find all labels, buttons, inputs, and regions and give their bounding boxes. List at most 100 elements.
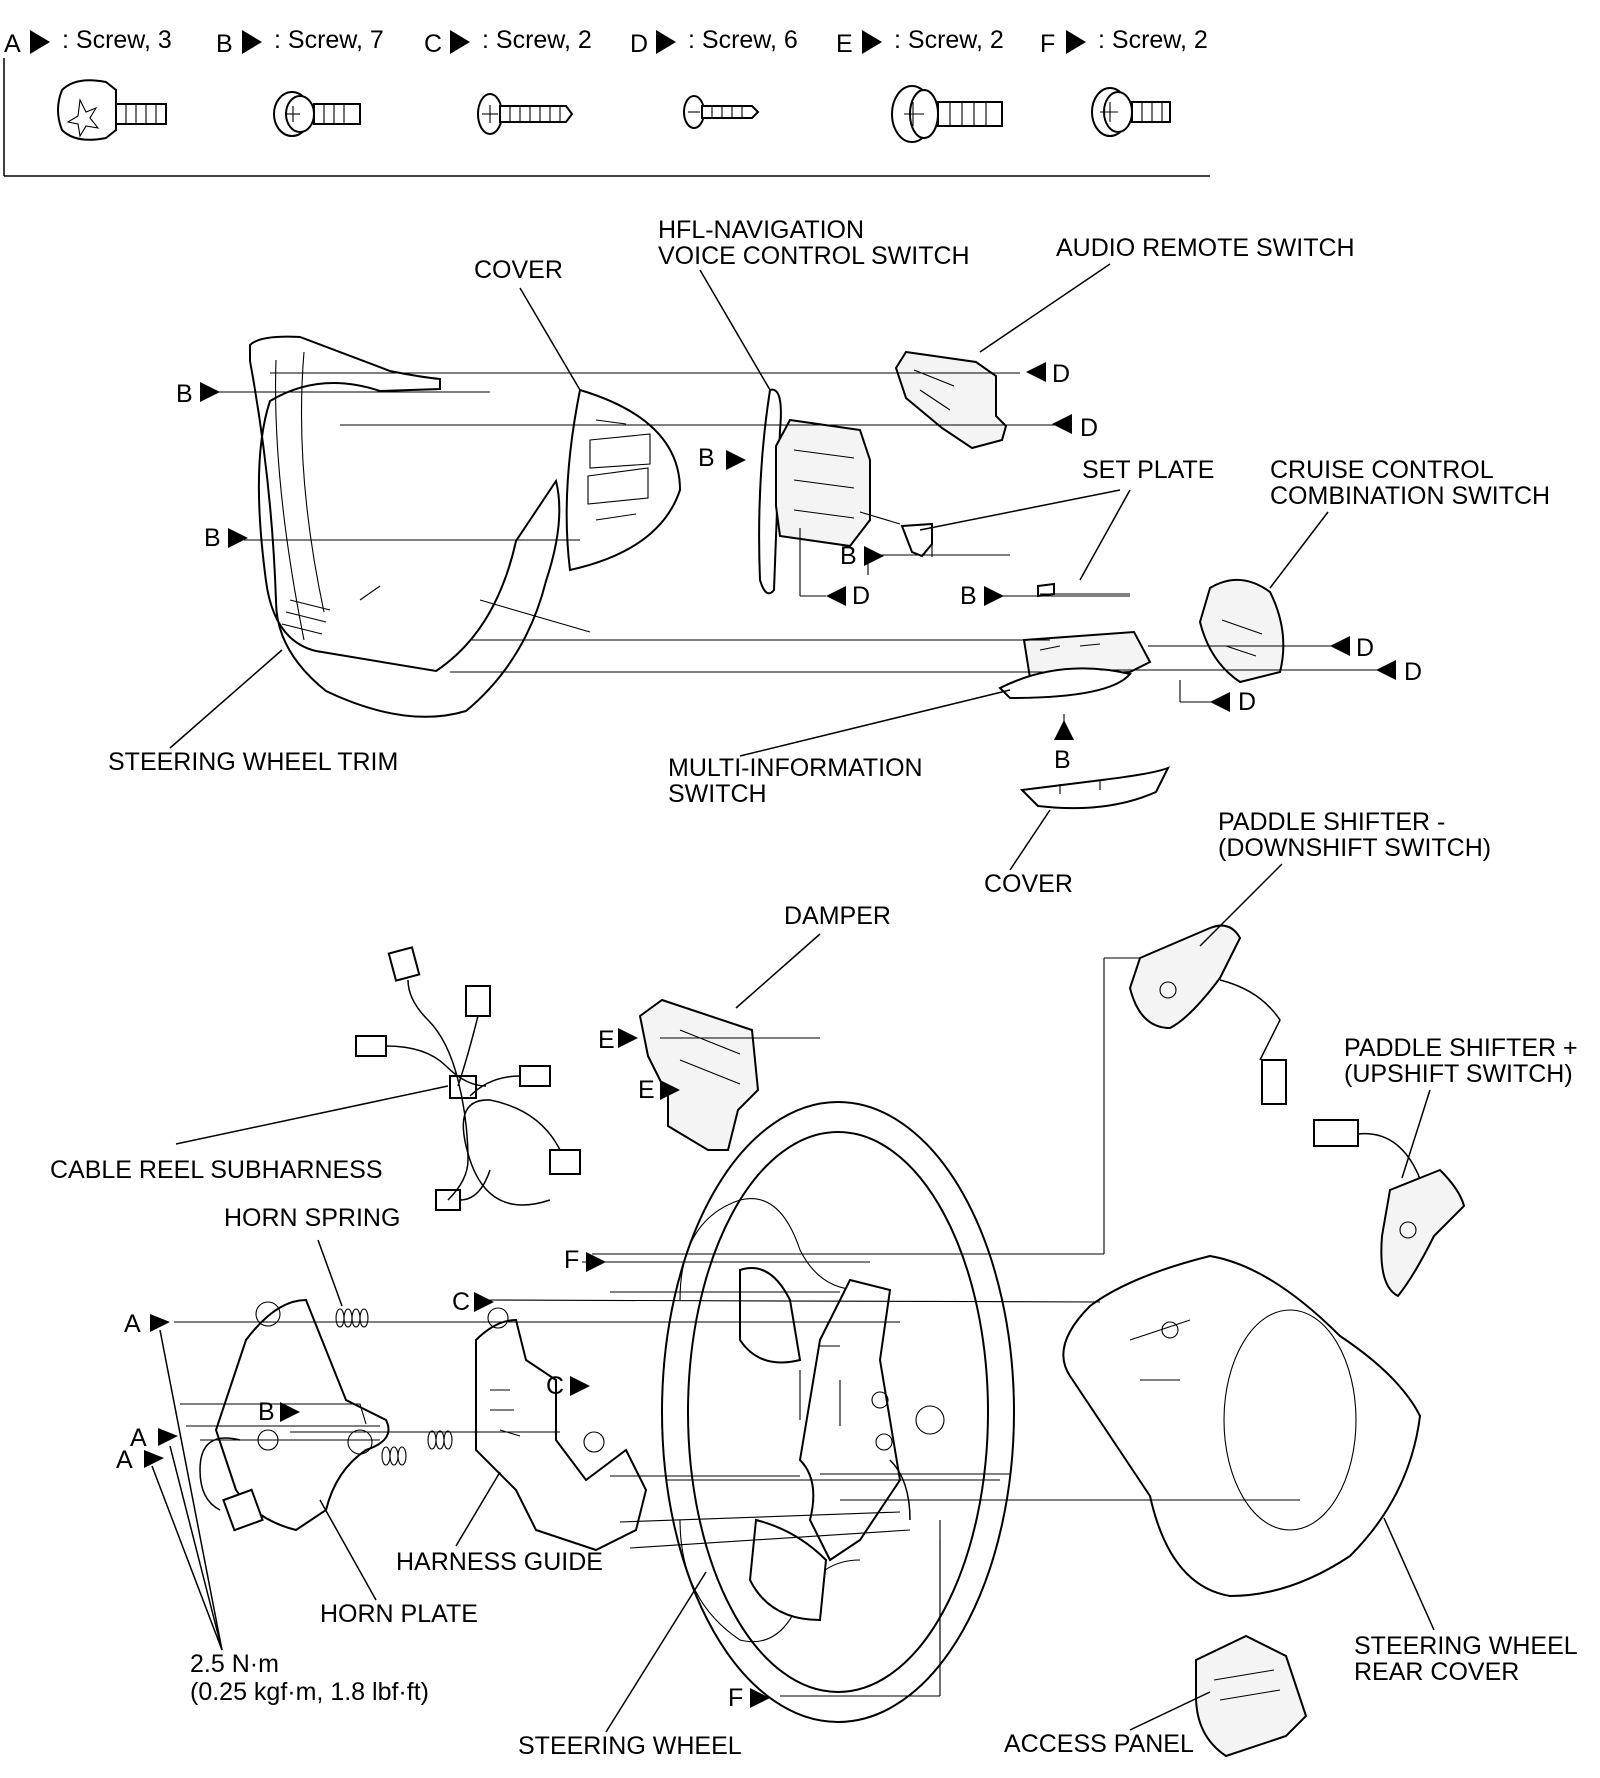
legend-desc-b: : Screw, 7 (274, 26, 384, 54)
label-damper: DAMPER (784, 902, 891, 930)
legend-letter-c: C (424, 30, 442, 58)
lower-callouts: E E F C C A B A A F (116, 1026, 770, 1712)
callout-b: B (960, 582, 977, 610)
legend-desc-f: : Screw, 2 (1098, 26, 1208, 54)
legend-entry-a: A : Screw, 3 (4, 26, 172, 141)
callout-arrow-icon (862, 30, 882, 54)
callout-e: E (598, 1026, 615, 1054)
callout-b: B (698, 444, 715, 472)
callout-arrow-icon (618, 1028, 638, 1048)
legend-letter-e: E (836, 30, 853, 58)
callout-d: D (852, 582, 870, 610)
callout-arrow-icon (228, 528, 248, 548)
legend-entry-f: F : Screw, 2 (1040, 26, 1208, 137)
multi-information-switch-part (998, 630, 1152, 700)
steering-wheel-trim-part (249, 335, 561, 718)
legend-letter-f: F (1040, 30, 1055, 58)
damper-part (638, 998, 760, 1151)
screw-d-icon (683, 95, 760, 129)
callout-d: D (1404, 658, 1422, 686)
label-hfl-line2: VOICE CONTROL SWITCH (658, 242, 970, 270)
callout-b: B (176, 380, 193, 408)
legend-desc-a: : Screw, 3 (62, 26, 172, 54)
label-cable-reel: CABLE REEL SUBHARNESS (50, 1156, 383, 1184)
callout-arrow-icon (200, 382, 220, 402)
paddle-shifter-minus-part (1128, 924, 1287, 1105)
paddle-shifter-plus-part (1313, 1119, 1466, 1298)
label-cruise-line2: COMBINATION SWITCH (1270, 482, 1550, 510)
callout-arrow-icon (242, 30, 262, 54)
callout-arrow-icon (1376, 660, 1396, 680)
label-horn-spring: HORN SPRING (224, 1204, 400, 1232)
screw-legend: A : Screw, 3 B : Screw, 7 (3, 26, 1210, 177)
label-rear-cover-line2: REAR COVER (1354, 1658, 1519, 1686)
callout-f: F (728, 1684, 743, 1712)
label-horn-plate: HORN PLATE (320, 1600, 478, 1628)
callout-b: B (1054, 746, 1071, 774)
callout-d: D (1238, 688, 1256, 716)
steering-wheel-rear-cover-part (1062, 1254, 1422, 1598)
label-paddle-plus-line2: (UPSHIFT SWITCH) (1344, 1060, 1573, 1088)
callout-arrow-icon (750, 1688, 770, 1708)
cover-bottom-part (1019, 766, 1171, 810)
legend-letter-d: D (630, 30, 648, 58)
label-rear-cover-line1: STEERING WHEEL (1354, 1632, 1578, 1660)
callout-arrow-icon (864, 546, 884, 566)
callout-arrow-icon (1026, 362, 1046, 382)
callout-arrow-icon (474, 1292, 494, 1312)
legend-letter-b: B (216, 30, 233, 58)
callout-arrow-icon (726, 450, 746, 470)
callout-arrow-icon (826, 586, 846, 606)
callout-arrow-icon (1054, 720, 1074, 740)
assembly-lines-upper (202, 372, 1384, 740)
legend-desc-d: : Screw, 6 (688, 26, 798, 54)
callout-arrow-icon (570, 1376, 590, 1396)
label-steering-wheel-trim: STEERING WHEEL TRIM (108, 748, 398, 776)
callout-b: B (258, 1398, 275, 1426)
callout-arrow-icon (1066, 30, 1086, 54)
label-set-plate: SET PLATE (1082, 456, 1214, 484)
label-paddle-plus-line1: PADDLE SHIFTER + (1344, 1034, 1578, 1062)
callout-a: A (130, 1424, 147, 1452)
callout-d: D (1080, 414, 1098, 442)
callout-arrow-icon (280, 1402, 300, 1422)
cable-reel-subharness-part (355, 946, 581, 1211)
cover-top-part (565, 388, 682, 572)
callout-arrow-icon (1052, 414, 1072, 434)
callout-arrow-icon (30, 30, 50, 54)
steering-wheel-part (661, 1101, 1015, 1723)
legend-desc-e: : Screw, 2 (894, 26, 1004, 54)
callout-d: D (1356, 634, 1374, 662)
label-audio-remote: AUDIO REMOTE SWITCH (1056, 234, 1355, 262)
callout-arrow-icon (656, 30, 676, 54)
cruise-control-switch-part (1198, 578, 1285, 684)
upper-callouts: B B B D D B D B D D D B (176, 360, 1422, 774)
callout-f: F (564, 1246, 579, 1274)
legend-letter-a: A (4, 30, 21, 58)
horn-plate-part (199, 1298, 390, 1532)
access-panel-part (1195, 1634, 1308, 1758)
callout-c: C (546, 1372, 564, 1400)
upper-labels: COVER HFL-NAVIGATION VOICE CONTROL SWITC… (108, 216, 1550, 898)
set-plate-part (900, 522, 1055, 598)
callout-arrow-icon (450, 30, 470, 54)
harness-guide-part (475, 1307, 648, 1552)
callout-arrow-icon (144, 1450, 164, 1468)
legend-entry-b: B : Screw, 7 (216, 26, 384, 137)
screw-c-icon (477, 93, 574, 135)
label-multi-line1: MULTI-INFORMATION (668, 754, 923, 782)
hfl-navigation-switch-part (758, 388, 871, 595)
legend-entry-e: E : Screw, 2 (836, 26, 1004, 143)
label-torque-line1: 2.5 N·m (190, 1650, 279, 1678)
label-paddle-minus-line2: (DOWNSHIFT SWITCH) (1218, 834, 1491, 862)
callout-b: B (840, 542, 857, 570)
label-cover-bottom: COVER (984, 870, 1073, 898)
assembly-lines-lower (174, 957, 1300, 1697)
label-cover-top: COVER (474, 256, 563, 284)
label-hfl-line1: HFL-NAVIGATION (658, 216, 864, 244)
callout-arrow-icon (158, 1428, 178, 1446)
screw-a-icon (57, 79, 167, 141)
callout-arrow-icon (984, 586, 1004, 606)
callout-a: A (116, 1446, 133, 1474)
label-harness-guide: HARNESS GUIDE (396, 1548, 603, 1576)
